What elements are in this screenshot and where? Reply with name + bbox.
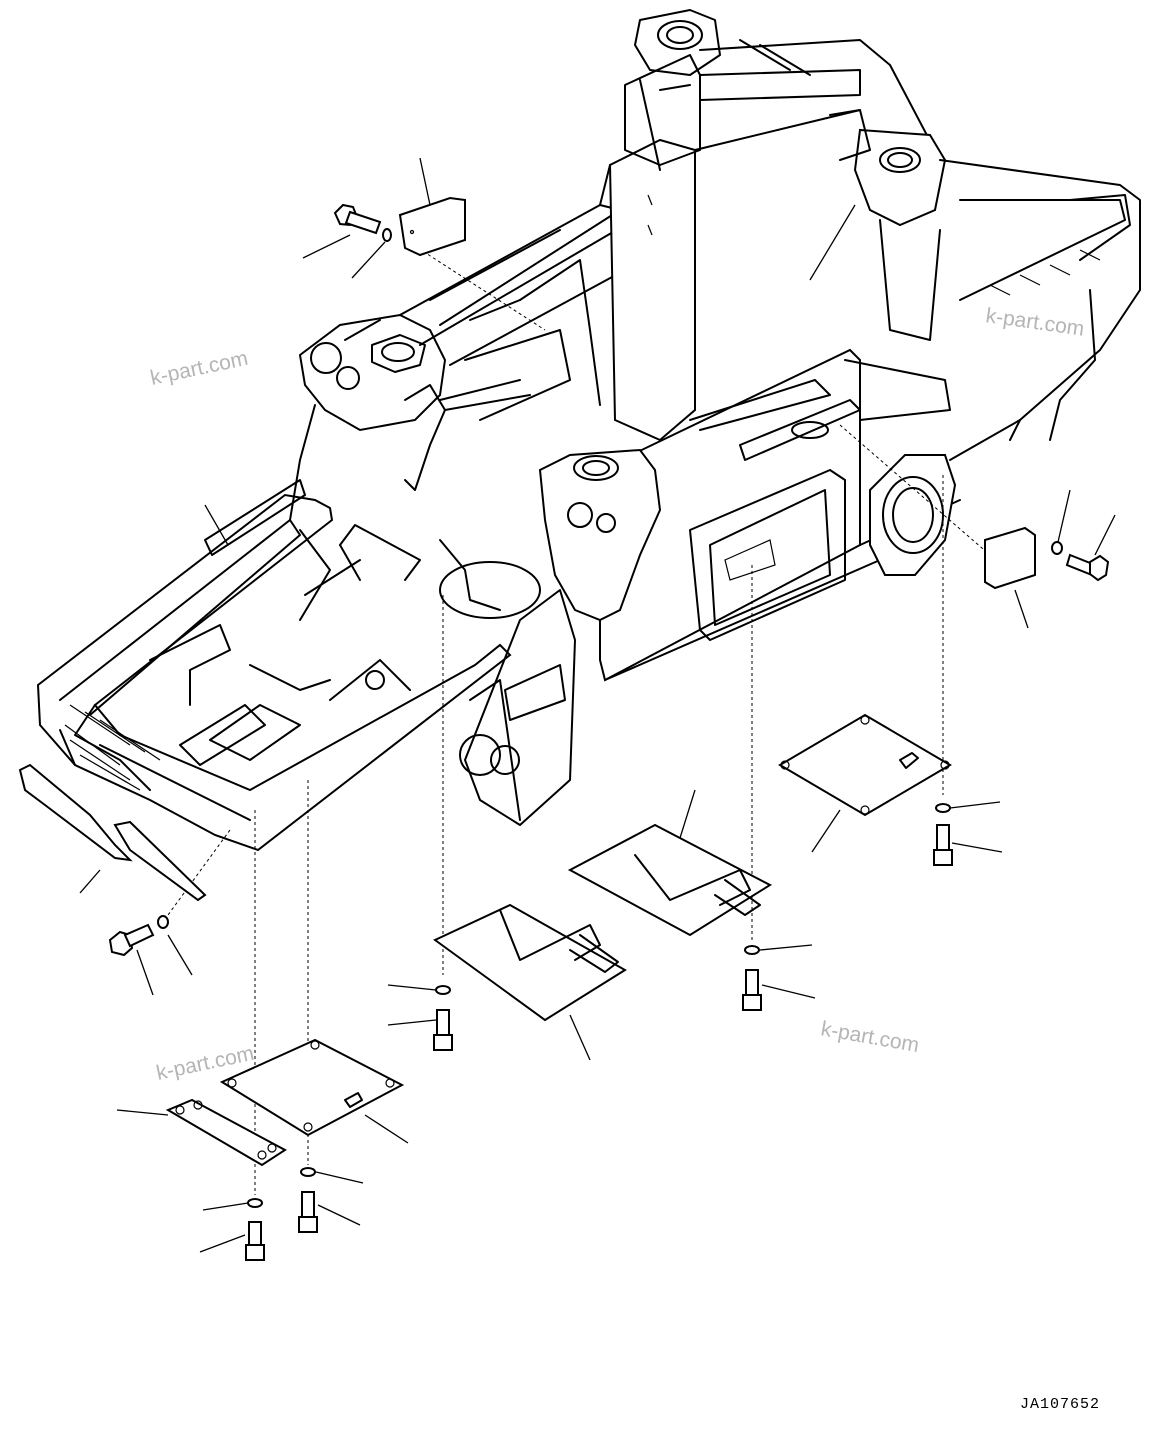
- lower-left-small-plate[interactable]: [165, 1098, 287, 1167]
- middle-washer-bolt[interactable]: [433, 985, 453, 1051]
- middle-right-washer-bolt[interactable]: [742, 945, 762, 1011]
- top-cover-plate[interactable]: [398, 196, 466, 257]
- drawing-code: JA107652: [1020, 1396, 1100, 1413]
- watermark-text: k-part.com: [148, 347, 250, 390]
- main-frame: [36, 9, 1141, 852]
- right-cover-plate[interactable]: [984, 526, 1036, 590]
- top-bolt[interactable]: [333, 203, 392, 242]
- right-bolt[interactable]: [1051, 541, 1110, 582]
- lower-right-washer-bolt[interactable]: [933, 803, 953, 866]
- leader-lines: [79, 157, 1116, 1253]
- front-left-bolt[interactable]: [108, 915, 169, 957]
- watermark-text: k-part.com: [819, 1017, 921, 1057]
- lower-left-large-plate[interactable]: [219, 1038, 405, 1137]
- lower-left-washer-bolt-b[interactable]: [245, 1198, 265, 1261]
- middle-tray[interactable]: [433, 903, 627, 1022]
- front-left-plates[interactable]: [18, 763, 207, 902]
- lower-left-washer-bolt-a[interactable]: [298, 1167, 318, 1233]
- lower-right-plate[interactable]: [778, 713, 952, 817]
- watermark-text: k-part.com: [984, 304, 1085, 341]
- middle-right-tray[interactable]: [567, 823, 773, 937]
